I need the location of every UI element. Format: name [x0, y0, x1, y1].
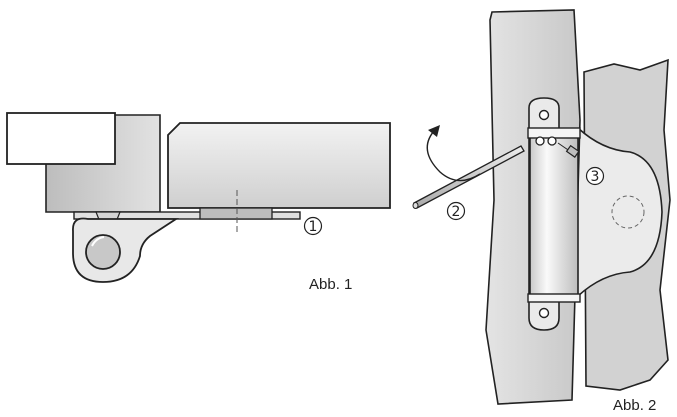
figure-2: 2 3 Abb. 2: [412, 9, 671, 414]
bottom-screw-hole: [538, 307, 550, 319]
callout-1: 1: [303, 216, 323, 236]
figure-1: 1 Abb. 1: [6, 112, 391, 293]
door-section: [167, 122, 391, 209]
callout-1-label: 1: [309, 219, 318, 235]
callout-3: 3: [585, 166, 605, 186]
barrel-top-cap: [527, 127, 581, 139]
hinge-knuckle: [72, 217, 180, 283]
hinge-barrel: [529, 135, 579, 299]
callout-3-label: 3: [591, 169, 600, 185]
set-screw: [557, 142, 580, 158]
barrel-bottom-cap: [527, 293, 581, 303]
adjust-hole-left: [535, 136, 545, 146]
figure-2-caption: Abb. 2: [613, 397, 656, 414]
figure-1-caption: Abb. 1: [309, 276, 352, 293]
frame-section: [6, 112, 161, 213]
hinge-leaf: [73, 207, 301, 223]
callout-2-label: 2: [452, 204, 461, 220]
top-screw-hole: [538, 109, 550, 121]
rotation-arrow: [426, 125, 481, 182]
adjusting-rod: [412, 145, 525, 209]
adjust-hole-right: [547, 136, 557, 146]
hidden-bolt-outline: [611, 195, 645, 229]
callout-2: 2: [446, 201, 466, 221]
